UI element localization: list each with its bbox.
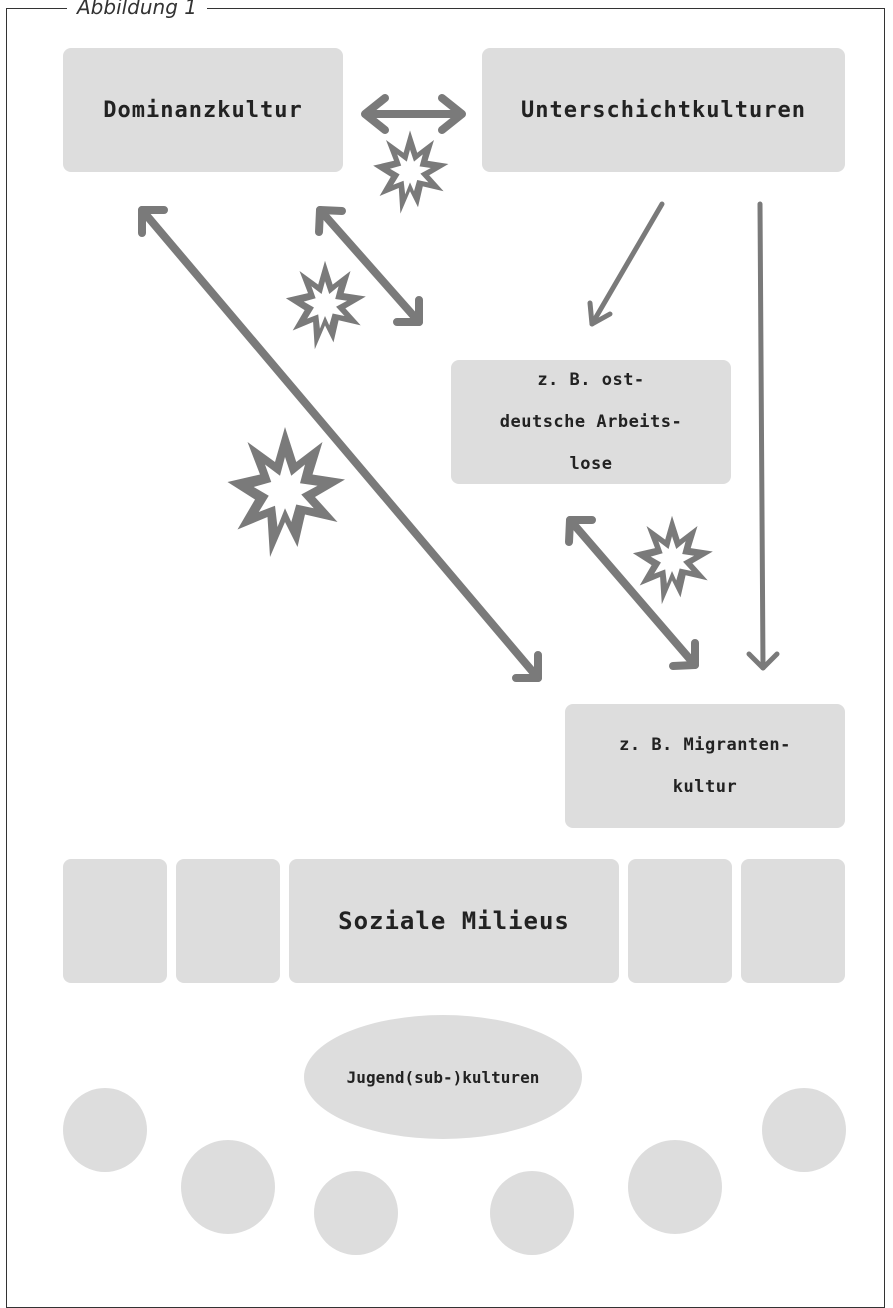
dominanzkultur-label: Dominanzkultur xyxy=(103,97,303,123)
ostdeutsche-arbeitslose-box: z. B. ost- deutsche Arbeits- lose xyxy=(451,360,731,484)
milieu-box xyxy=(741,859,845,983)
youth-circle xyxy=(181,1140,275,1234)
migr-label-line1: z. B. Migranten- xyxy=(619,735,791,755)
youth-circle xyxy=(762,1088,846,1172)
migrantenkultur-box: z. B. Migranten- kultur xyxy=(565,704,845,828)
double-arrow-icon xyxy=(138,206,542,682)
unterschichtkulturen-box: Unterschichtkulturen xyxy=(482,48,845,172)
migr-label-line2: kultur xyxy=(672,777,738,797)
unterschichtkulturen-label: Unterschichtkulturen xyxy=(521,97,806,123)
double-arrow-icon xyxy=(315,206,423,326)
youth-circle xyxy=(63,1088,147,1172)
soziale-milieus-box: Soziale Milieus xyxy=(289,859,619,983)
soziale-milieus-label: Soziale Milieus xyxy=(338,907,570,935)
double-arrow-icon xyxy=(361,94,466,134)
ost-label-line3: lose xyxy=(569,454,613,474)
conflict-burst-icon xyxy=(373,130,449,214)
jugendkulturen-ellipse: Jugend(sub-)kulturen xyxy=(304,1015,582,1139)
youth-circle xyxy=(628,1140,722,1234)
figure-caption: Abbildung 1 xyxy=(67,0,208,17)
milieu-box xyxy=(628,859,732,983)
ost-label-line1: z. B. ost- xyxy=(537,370,645,390)
ost-label-line2: deutsche Arbeits- xyxy=(499,412,683,432)
dominanzkultur-box: Dominanzkultur xyxy=(63,48,343,172)
conflict-burst-icon xyxy=(285,260,366,350)
conflict-burst-icon xyxy=(632,515,713,605)
youth-circle xyxy=(490,1171,574,1255)
double-arrow-icon xyxy=(565,516,699,670)
arrow-icon xyxy=(746,201,780,671)
milieu-box xyxy=(176,859,280,983)
arrow-icon xyxy=(587,201,665,327)
milieu-box xyxy=(63,859,167,983)
jugendkulturen-label: Jugend(sub-)kulturen xyxy=(346,1067,540,1087)
youth-circle xyxy=(314,1171,398,1255)
conflict-burst-icon xyxy=(227,427,345,557)
